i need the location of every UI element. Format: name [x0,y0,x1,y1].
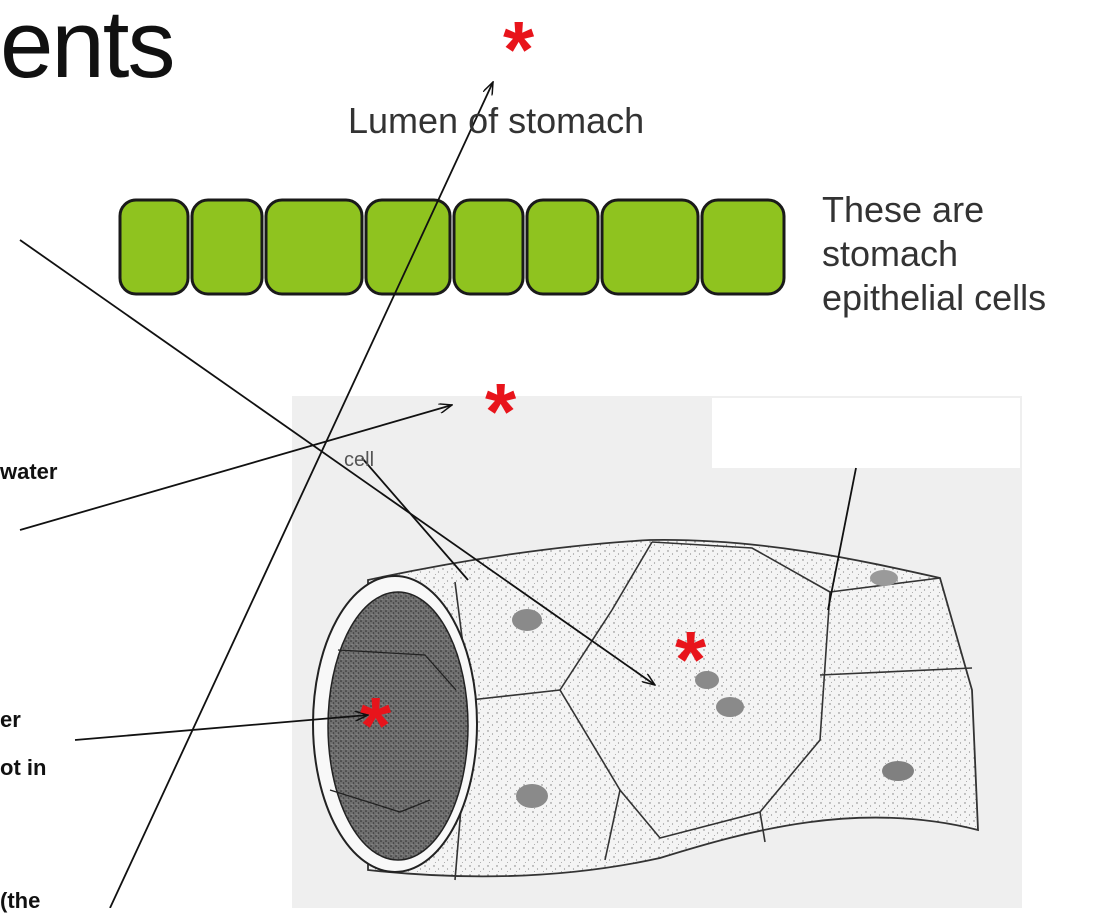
red-star-marker: * [360,686,391,766]
epithelial-cell [120,200,188,294]
epithelial-cell [454,200,523,294]
epithelial-cell [266,200,362,294]
er-label-fragment: er [0,707,21,733]
red-star-marker: * [485,372,516,452]
lumen-label: Lumen of stomach [348,100,644,142]
epithelial-cell [527,200,598,294]
cell-label: cell [344,449,374,472]
epithelial-cell [192,200,262,294]
ot-in-label-fragment: ot in [0,755,46,781]
water-label-fragment: water [0,459,57,485]
epithelial-cell [366,200,450,294]
epithelial-cell [602,200,698,294]
the-label-fragment: (the [0,888,40,914]
epithelial-cell [702,200,784,294]
red-star-marker: * [675,620,706,700]
epithelial-cell-row [120,200,784,294]
epithelial-cells-label: These are stomach epithelial cells [822,188,1098,320]
tube-opening [313,576,477,872]
red-star-marker: * [503,10,534,90]
